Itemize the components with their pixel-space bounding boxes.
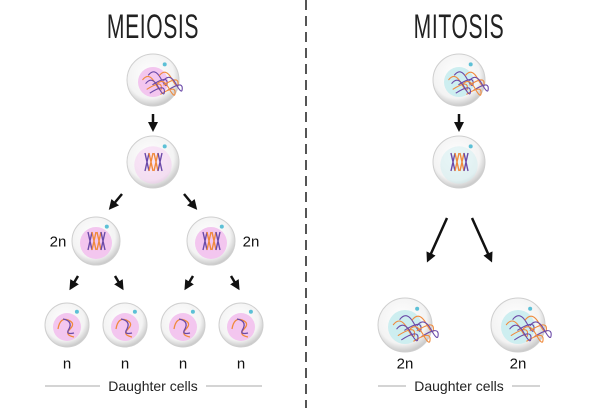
chromatin — [145, 79, 166, 95]
chromatin — [162, 76, 183, 92]
chromatin — [408, 326, 431, 343]
chromatin — [512, 315, 535, 332]
centrosome-icon — [415, 306, 420, 311]
chromatin — [509, 324, 532, 342]
chromosome — [463, 152, 469, 172]
chromosome — [57, 318, 75, 338]
cytoplasm-tint — [440, 146, 478, 184]
mitosis-daughter-cell — [377, 297, 439, 353]
ploidy-label: n — [236, 355, 246, 373]
chromatin — [451, 79, 472, 95]
arrow-icon — [184, 275, 195, 291]
cell-membrane — [126, 135, 180, 189]
chromosome — [148, 152, 154, 172]
centrosome-icon — [468, 62, 473, 67]
mitosis-title: MITOSIS — [413, 8, 505, 46]
chromosome — [115, 318, 133, 338]
chromosome — [450, 152, 456, 172]
nucleus — [111, 313, 139, 341]
chromosome — [96, 231, 102, 251]
chromatin — [453, 71, 474, 87]
meiosis-title: MEIOSIS — [106, 8, 200, 46]
nucleus — [195, 227, 227, 259]
meiosis-2n-cell-right — [186, 216, 236, 266]
chromosome — [178, 318, 191, 335]
chromatin — [396, 324, 419, 342]
chromosome — [236, 318, 249, 335]
centrosome-icon — [219, 224, 224, 229]
arrow-icon — [426, 217, 449, 263]
chromosome — [87, 231, 93, 251]
chromatin — [461, 80, 482, 96]
arrow-icon — [69, 275, 80, 291]
chromosome — [215, 231, 221, 251]
chromosome — [173, 318, 191, 338]
mitosis-daughter-cells-caption: Daughter cells — [408, 378, 510, 394]
mitosis-daughter-cell — [490, 297, 552, 353]
centrosome-icon — [162, 62, 167, 67]
meiosis-daughter-cells-caption: Daughter cells — [102, 378, 204, 394]
ploidy-label: 2n — [49, 233, 67, 251]
meiosis-daughter-cell — [44, 302, 90, 348]
chromatin — [147, 71, 168, 87]
chromatin — [468, 76, 489, 92]
chromosome — [202, 231, 208, 251]
arrow-icon — [108, 193, 123, 210]
arrow-icon — [470, 217, 493, 263]
arrow-icon — [113, 275, 124, 291]
chromosome — [459, 152, 465, 172]
chromosome — [120, 318, 133, 335]
nucleus — [53, 313, 81, 341]
chromatin — [416, 321, 439, 339]
nucleus — [227, 313, 255, 341]
chromatin — [155, 80, 176, 96]
arrow-icon — [183, 193, 198, 210]
ploidy-label: 2n — [242, 233, 260, 251]
cell-membrane — [432, 135, 486, 189]
chromosome — [100, 231, 106, 251]
chromatin — [529, 321, 552, 339]
chromosome — [91, 231, 97, 251]
centrosome-icon — [104, 224, 109, 229]
mitosis-parent-cell — [432, 53, 489, 107]
centrosome-icon — [468, 144, 473, 149]
arrow-icon — [229, 275, 240, 291]
cytoplasm-tint — [134, 146, 172, 184]
nucleus — [80, 227, 112, 259]
centrosome-icon — [132, 309, 137, 314]
meiosis-daughter-cell — [160, 302, 206, 348]
ploidy-label: 2n — [396, 355, 414, 373]
chromosome — [211, 231, 217, 251]
chromosome — [157, 152, 163, 172]
meiosis-daughter-cell — [102, 302, 148, 348]
centrosome-icon — [162, 144, 167, 149]
chromatin — [399, 315, 422, 332]
chromosome — [62, 318, 75, 335]
ploidy-label: n — [178, 355, 188, 373]
mitosis-prophase-cell — [432, 135, 486, 189]
chromosome — [153, 152, 159, 172]
chromosome — [206, 231, 212, 251]
ploidy-label: 2n — [509, 355, 527, 373]
centrosome-icon — [190, 309, 195, 314]
meiosis-2n-cell-left — [71, 216, 121, 266]
nucleus — [169, 313, 197, 341]
meiosis-daughter-cell — [218, 302, 264, 348]
meiosis-prophase-cell — [126, 135, 180, 189]
meiosis-parent-cell — [126, 53, 183, 107]
ploidy-label: n — [62, 355, 72, 373]
chromosome — [231, 318, 249, 338]
chromosome — [454, 152, 460, 172]
centrosome-icon — [74, 309, 79, 314]
ploidy-label: n — [120, 355, 130, 373]
centrosome-icon — [528, 306, 533, 311]
chromosome — [144, 152, 150, 172]
centrosome-icon — [248, 309, 253, 314]
chromatin — [521, 326, 544, 343]
